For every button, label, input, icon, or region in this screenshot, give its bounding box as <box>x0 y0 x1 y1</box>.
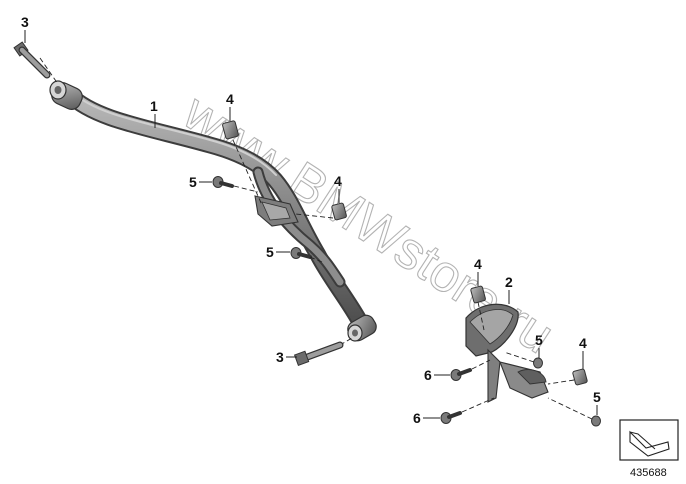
bracket <box>465 303 549 403</box>
main-bar <box>49 80 377 342</box>
callout-screw-6-upper: 6 <box>424 367 432 383</box>
callout-nut-upper: 4 <box>226 91 234 107</box>
screw-middle <box>290 247 323 263</box>
screw-upper <box>212 176 259 193</box>
nut-bracket <box>470 285 486 331</box>
callout-screw-bracket: 5 <box>535 332 543 348</box>
callout-screw-6-lower: 6 <box>413 410 421 426</box>
nut-middle <box>295 202 347 221</box>
screw-6-upper <box>450 359 491 381</box>
screw-right <box>547 397 601 427</box>
callout-bolt-top-left: 3 <box>21 14 29 30</box>
nut-right <box>547 368 588 386</box>
screw-6-lower <box>440 397 495 424</box>
bar-mounting-tab <box>254 195 299 227</box>
callout-bracket: 2 <box>505 274 513 290</box>
bar-end-sleeve-right <box>347 314 377 342</box>
screw-bracket <box>503 351 543 369</box>
callout-screw-right: 5 <box>593 389 601 405</box>
callout-nut-middle: 4 <box>334 173 342 189</box>
bar-end-sleeve-left <box>49 80 83 110</box>
reference-number: 435688 <box>630 467 667 479</box>
bolt-top-left <box>13 41 59 85</box>
nut-upper <box>222 120 263 206</box>
orientation-arrow-icon <box>619 419 679 461</box>
callout-nut-bracket: 4 <box>474 256 482 272</box>
bolt-lower <box>293 337 353 366</box>
callout-screw-upper: 5 <box>189 174 197 190</box>
callout-bolt-lower: 3 <box>276 349 284 365</box>
callout-main-bar: 1 <box>150 98 158 114</box>
callout-nut-right: 4 <box>579 335 587 351</box>
callout-screw-middle: 5 <box>266 244 274 260</box>
